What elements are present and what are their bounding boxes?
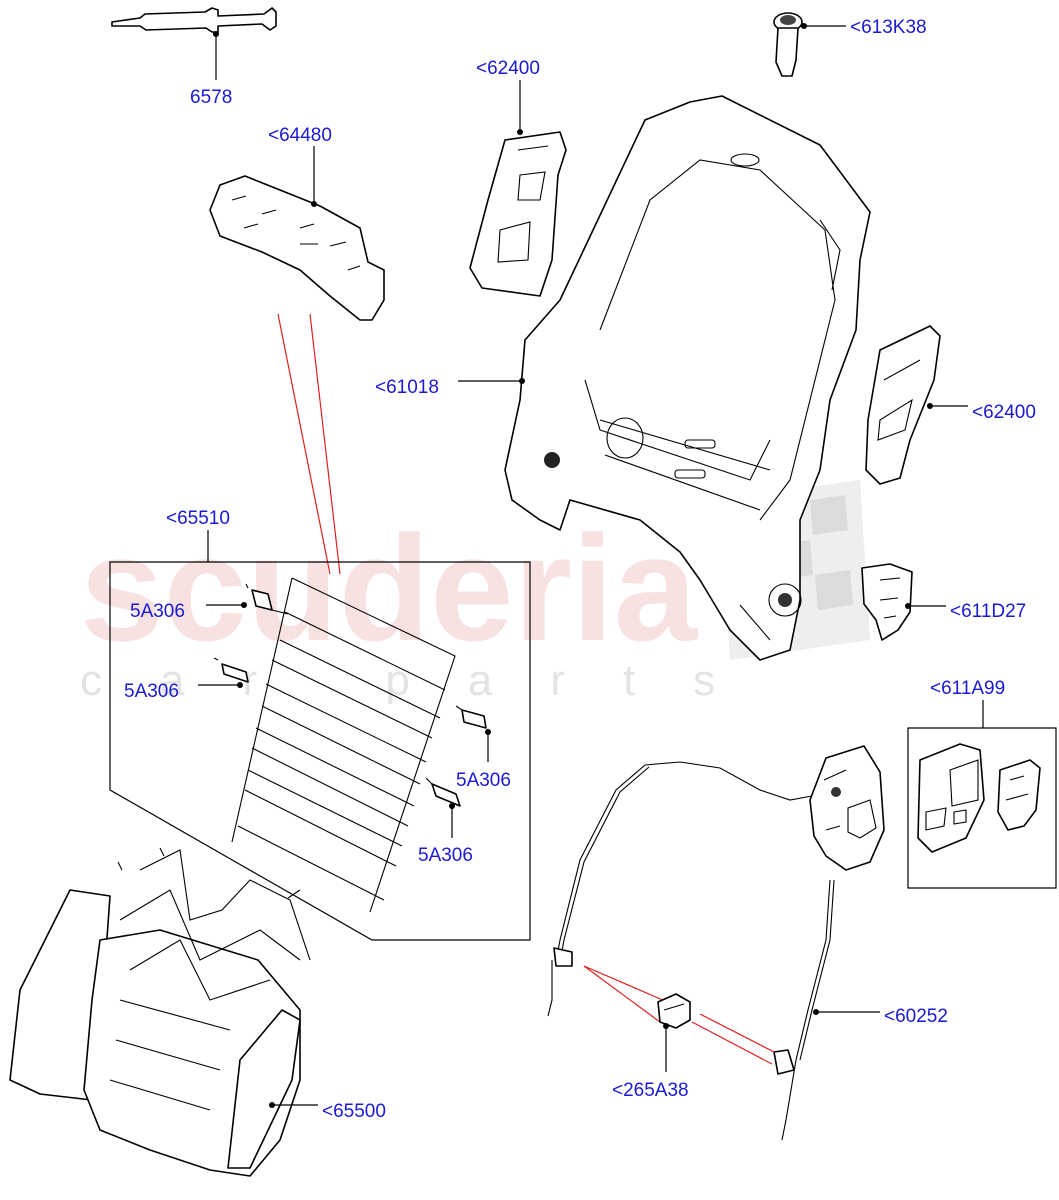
callout-6578[interactable]: 6578 <box>190 87 232 108</box>
callout-265A38[interactable]: <265A38 <box>612 1080 689 1101</box>
callout-611A99[interactable]: <611A99 <box>930 678 1005 699</box>
callout-65500[interactable]: <65500 <box>322 1101 386 1122</box>
reference-lines-lower <box>583 965 775 1065</box>
side-trim-panel-part-62400-top[interactable]: <62400 <box>469 58 567 297</box>
mounting-plate-part-64480[interactable]: <64480 <box>209 125 385 321</box>
callout-61018[interactable]: <61018 <box>375 377 439 398</box>
backrest-assembly-part-65500[interactable]: <65500 <box>9 847 386 1177</box>
callout-611D27[interactable]: <611D27 <box>950 601 1026 622</box>
callout-5A306-a[interactable]: 5A306 <box>130 601 185 622</box>
reference-lines-upper <box>277 313 341 575</box>
callout-5A306-b[interactable]: 5A306 <box>124 681 179 702</box>
tension-spring-d <box>425 777 461 807</box>
recliner-knob-part-613K38[interactable]: <613K38 <box>773 12 927 77</box>
bracket-part-611D27[interactable]: <611D27 <box>861 563 1026 641</box>
spring-mat-assembly-part-65510[interactable]: <65510 5A306 5A306 5A <box>109 508 531 941</box>
callout-62400-right[interactable]: <62400 <box>972 402 1036 423</box>
callout-65510[interactable]: <65510 <box>166 508 230 529</box>
watermark-main: scuderia <box>80 504 699 672</box>
callout-64480[interactable]: <64480 <box>268 125 332 146</box>
grease-syringe-part-6578[interactable]: 6578 <box>111 7 277 108</box>
callout-5A306-d[interactable]: 5A306 <box>418 845 473 866</box>
cable-clip-part-265A38[interactable]: <265A38 <box>612 993 691 1101</box>
tension-spring-c <box>455 705 487 729</box>
recliner-cable-part-60252[interactable]: <60252 <box>547 745 948 1141</box>
callout-62400-top[interactable]: <62400 <box>476 58 540 79</box>
seatback-frame-part-61018[interactable]: <61018 <box>375 95 871 661</box>
side-trim-panel-part-62400-right[interactable]: <62400 <box>865 325 1036 485</box>
callout-613K38[interactable]: <613K38 <box>850 17 927 38</box>
tension-spring-b <box>213 657 249 683</box>
trim-cover-set-part-611A99[interactable]: <611A99 <box>907 678 1057 889</box>
spring-mat-wires <box>231 577 456 913</box>
callout-60252[interactable]: <60252 <box>884 1006 948 1027</box>
tension-spring-a <box>245 583 289 615</box>
callout-5A306-c[interactable]: 5A306 <box>456 770 511 791</box>
